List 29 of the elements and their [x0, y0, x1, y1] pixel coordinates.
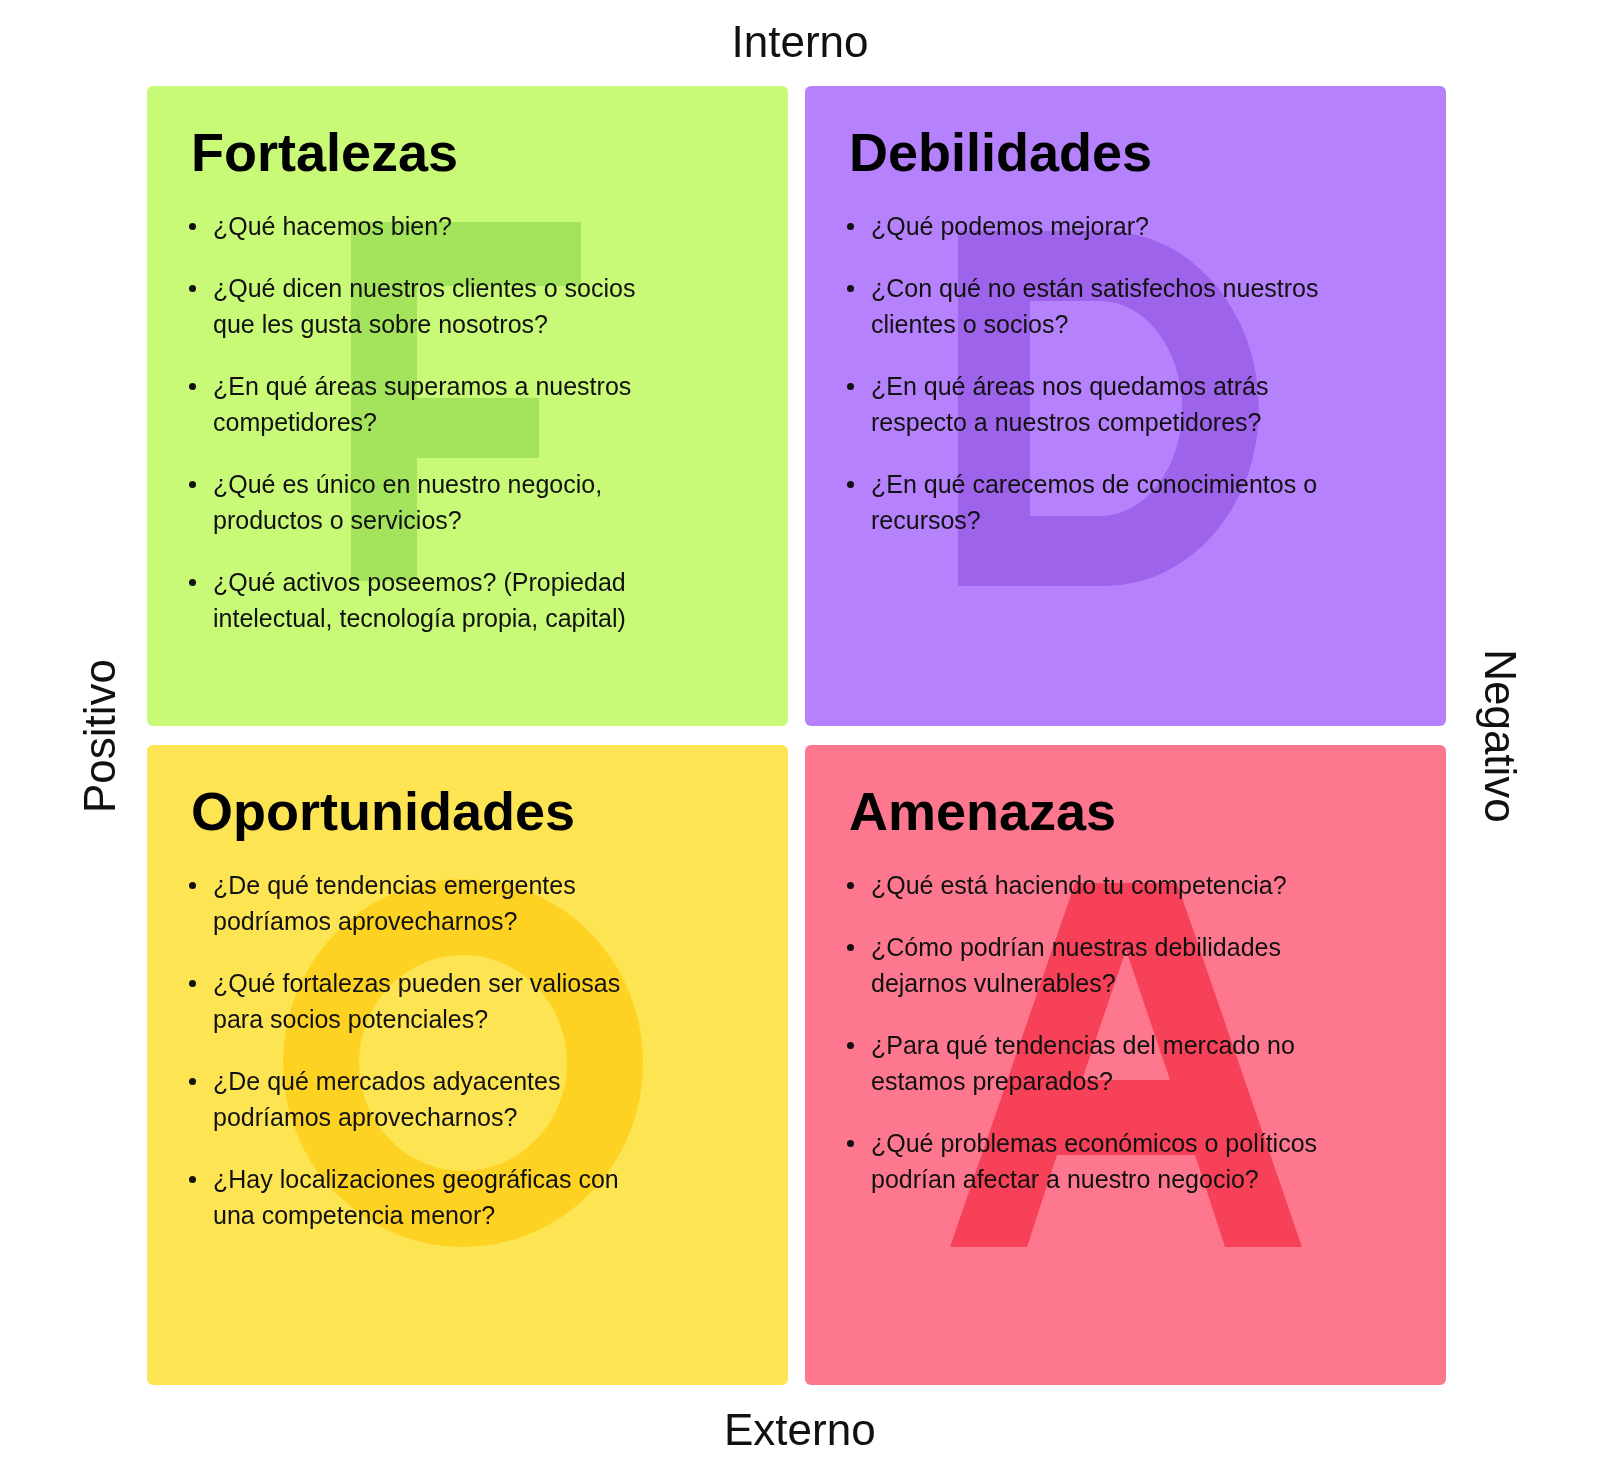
- axis-label: Positivo: [75, 658, 126, 814]
- quadrant-heading: Debilidades: [849, 121, 1153, 184]
- quadrant-heading: Amenazas: [849, 780, 1117, 843]
- question-text: ¿Qué está haciendo tu competencia?: [871, 870, 1288, 901]
- question-text: ¿En qué áreas nos quedamos atrás respecto a nuestros competidores?: [871, 371, 1270, 438]
- quadrant-panel: [805, 86, 1446, 726]
- axis-label: Negativo: [1474, 649, 1525, 823]
- quadrant-heading: Oportunidades: [191, 780, 575, 843]
- quadrant-heading: Fortalezas: [191, 121, 459, 184]
- question-text: ¿Qué dicen nuestros clientes o socios que les gusta sobre nosotros?: [213, 273, 637, 340]
- question-text: ¿Qué fortalezas pueden ser valiosas para socios potenciales?: [213, 968, 622, 1035]
- question-text: ¿En qué áreas superamos a nuestros competidores?: [213, 371, 633, 438]
- axis-label: Externo: [724, 1405, 876, 1455]
- axis-label: Interno: [731, 17, 869, 67]
- question-text: ¿Qué hacemos bien?: [213, 211, 454, 242]
- quadrant-panel: [147, 86, 788, 726]
- quadrant-panel: [805, 745, 1446, 1385]
- question-text: ¿Qué problemas económicos o políticos podrían afectar a nuestro negocio?: [871, 1128, 1319, 1195]
- question-text: ¿Cómo podrían nuestras debilidades dejarnos vulnerables?: [871, 932, 1282, 999]
- question-text: ¿Qué activos poseemos? (Propiedad intelectual, tecnología propia, capital): [213, 567, 627, 634]
- question-text: ¿Qué es único en nuestro negocio, productos o servicios?: [213, 469, 604, 536]
- question-text: ¿De qué mercados adyacentes podríamos aprovecharnos?: [213, 1066, 562, 1133]
- question-text: ¿Para qué tendencias del mercado no estamos preparados?: [871, 1030, 1296, 1097]
- question-text: ¿Qué podemos mejorar?: [871, 211, 1150, 242]
- quadrant-panel: [147, 745, 788, 1385]
- question-text: ¿De qué tendencias emergentes podríamos aprovecharnos?: [213, 870, 577, 937]
- question-text: ¿Con qué no están satisfechos nuestros clientes o socios?: [871, 273, 1320, 340]
- question-text: ¿En qué carecemos de conocimientos o recursos?: [871, 469, 1319, 536]
- question-text: ¿Hay localizaciones geográficas con una competencia menor?: [213, 1164, 620, 1231]
